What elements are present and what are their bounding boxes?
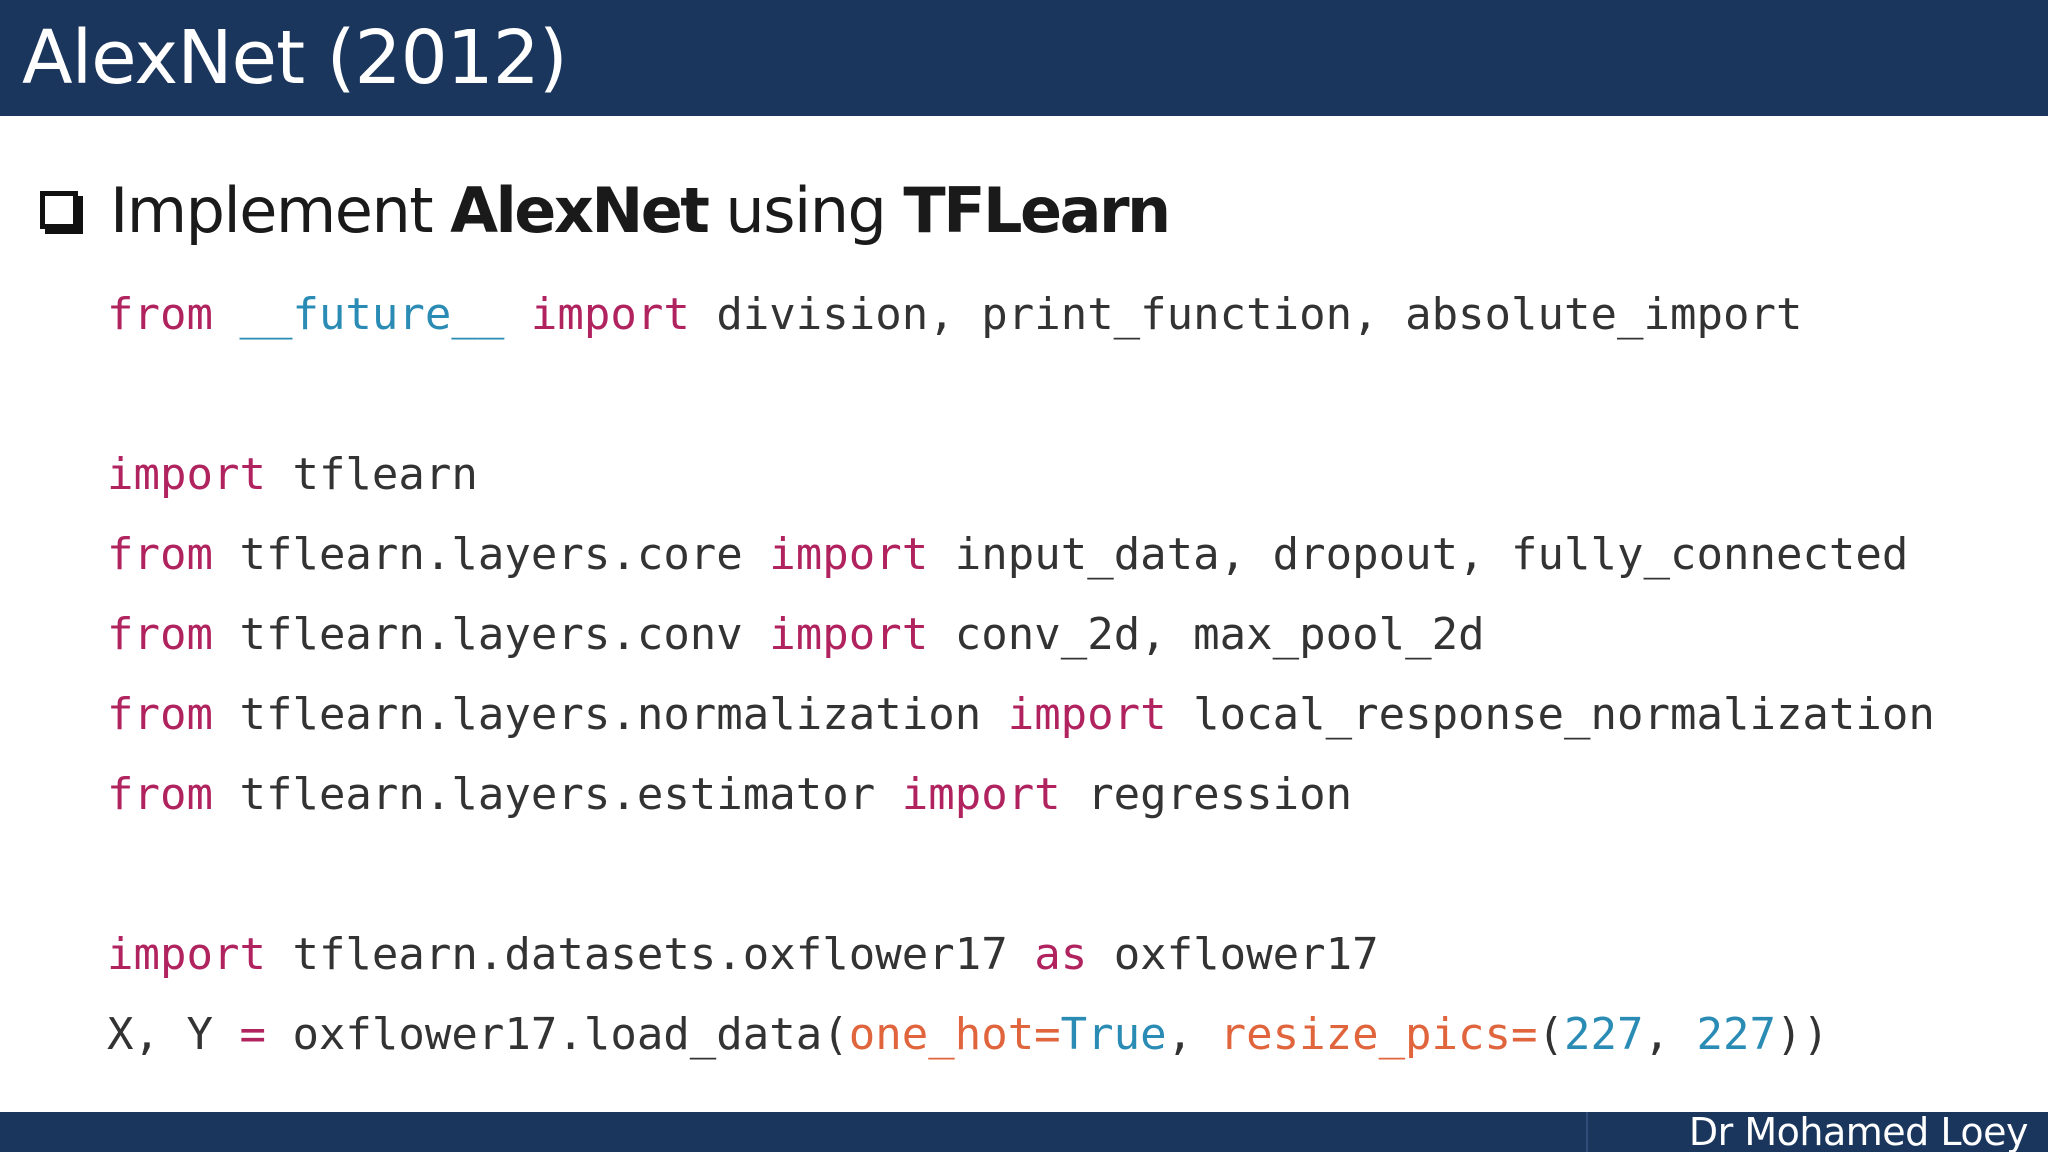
code-keyword: as: [1034, 929, 1088, 980]
title-bar: [0, 0, 2048, 116]
code-text: X, Y: [107, 1009, 240, 1060]
code-line: import tflearn: [107, 445, 478, 505]
code-text: division, print_function, absolute_impor…: [716, 289, 1803, 340]
code-line: from tflearn.layers.conv import conv_2d,…: [107, 605, 1485, 665]
code-module: tflearn.layers.normalization: [239, 689, 982, 740]
code-keyword: import: [530, 289, 690, 340]
code-number: 227: [1696, 1009, 1776, 1060]
code-module: tflearn.layers.estimator: [239, 769, 876, 820]
code-line: X, Y = oxflower17.load_data(one_hot=True…: [107, 1005, 1829, 1065]
code-argument: one_hot=: [848, 1009, 1061, 1060]
code-text: (: [1537, 1009, 1565, 1060]
code-text: tflearn: [292, 449, 478, 500]
code-line: from tflearn.layers.core import input_da…: [107, 525, 1908, 585]
code-text: oxflower17: [1113, 929, 1379, 980]
code-operator: =: [239, 1009, 266, 1060]
code-text: input_data, dropout, fully_connected: [954, 529, 1909, 580]
code-text: conv_2d, max_pool_2d: [954, 609, 1485, 660]
code-keyword: import: [1007, 689, 1167, 740]
code-keyword: import: [107, 449, 266, 500]
bullet-text-middle: using: [725, 173, 886, 247]
code-keyword: import: [107, 929, 266, 980]
code-line: from __future__ import division, print_f…: [107, 285, 1802, 345]
code-text: )): [1775, 1009, 1829, 1060]
code-text: ,: [1643, 1009, 1697, 1060]
code-keyword: from: [107, 609, 213, 660]
code-block: from __future__ import division, print_f…: [107, 0, 1935, 1060]
checkbox-bullet-icon: [40, 191, 78, 229]
code-builtin: True: [1060, 1009, 1167, 1060]
code-keyword: import: [769, 609, 929, 660]
code-text: oxflower17.load_data(: [265, 1009, 849, 1060]
code-number: 227: [1564, 1009, 1644, 1060]
code-keyword: from: [107, 769, 213, 820]
code-text: ,: [1166, 1009, 1220, 1060]
code-module: tflearn.datasets.oxflower17: [292, 929, 1008, 980]
code-line: from tflearn.layers.normalization import…: [107, 685, 1935, 745]
code-line: from tflearn.layers.estimator import reg…: [107, 765, 1352, 825]
author-name: Dr Mohamed Loey: [1688, 1110, 2029, 1152]
footer-divider: [1586, 1112, 1588, 1152]
footer-bar: [0, 1112, 2048, 1152]
code-module: tflearn.layers.conv: [239, 609, 743, 660]
code-builtin: __future__: [239, 289, 505, 340]
code-text: regression: [1087, 769, 1353, 820]
bullet-point: Implement AlexNet using TFLearn: [40, 170, 1171, 250]
code-keyword: from: [107, 529, 213, 580]
code-keyword: import: [769, 529, 929, 580]
bullet-text-tflearn: TFLearn: [903, 173, 1171, 247]
code-keyword: from: [107, 689, 213, 740]
bullet-text-prefix: Implement: [110, 173, 434, 247]
slide-title: AlexNet (2012): [22, 15, 568, 101]
code-module: tflearn.layers.core: [239, 529, 743, 580]
bullet-text-alexnet: AlexNet: [450, 173, 710, 247]
code-keyword: import: [901, 769, 1061, 820]
code-argument: resize_pics=: [1219, 1009, 1538, 1060]
code-line: import tflearn.datasets.oxflower17 as ox…: [107, 925, 1379, 985]
code-text: local_response_normalization: [1193, 689, 1935, 740]
code-keyword: from: [107, 289, 213, 340]
